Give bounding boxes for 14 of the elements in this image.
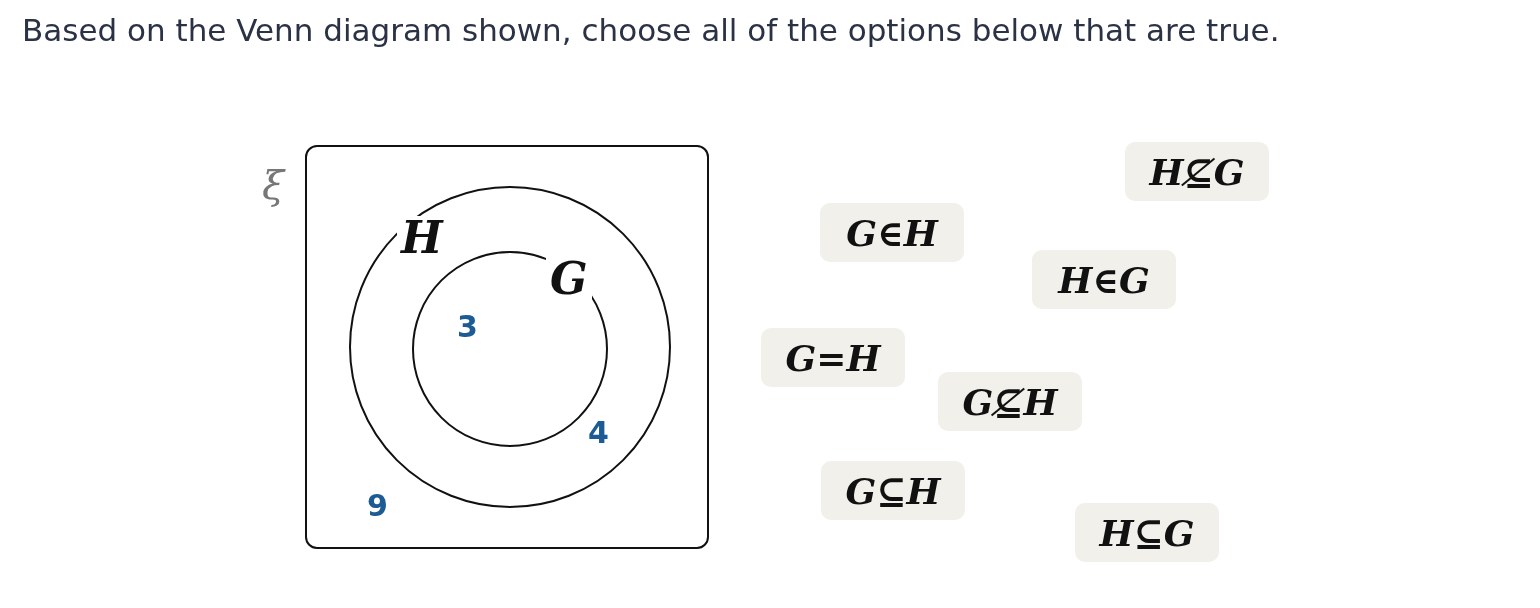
universal-set-symbol: ξ: [262, 165, 285, 205]
region-count: 9: [367, 491, 388, 521]
answer-option: G⊈H: [938, 372, 1082, 431]
region-count: 4: [588, 418, 609, 448]
answer-option: H⊈G: [1125, 142, 1269, 201]
set-circle: [412, 251, 608, 447]
answer-option: G⊆H: [821, 461, 965, 520]
answer-option: H⊆G: [1075, 503, 1219, 562]
answer-option: H∈G: [1032, 250, 1176, 309]
set-label: G: [546, 257, 592, 301]
question-text: Based on the Venn diagram shown, choose all of the options below that are true.: [22, 12, 1280, 48]
region-count: 3: [457, 312, 478, 342]
answer-option: G∈H: [820, 203, 964, 262]
answer-option: G=H: [761, 328, 905, 387]
